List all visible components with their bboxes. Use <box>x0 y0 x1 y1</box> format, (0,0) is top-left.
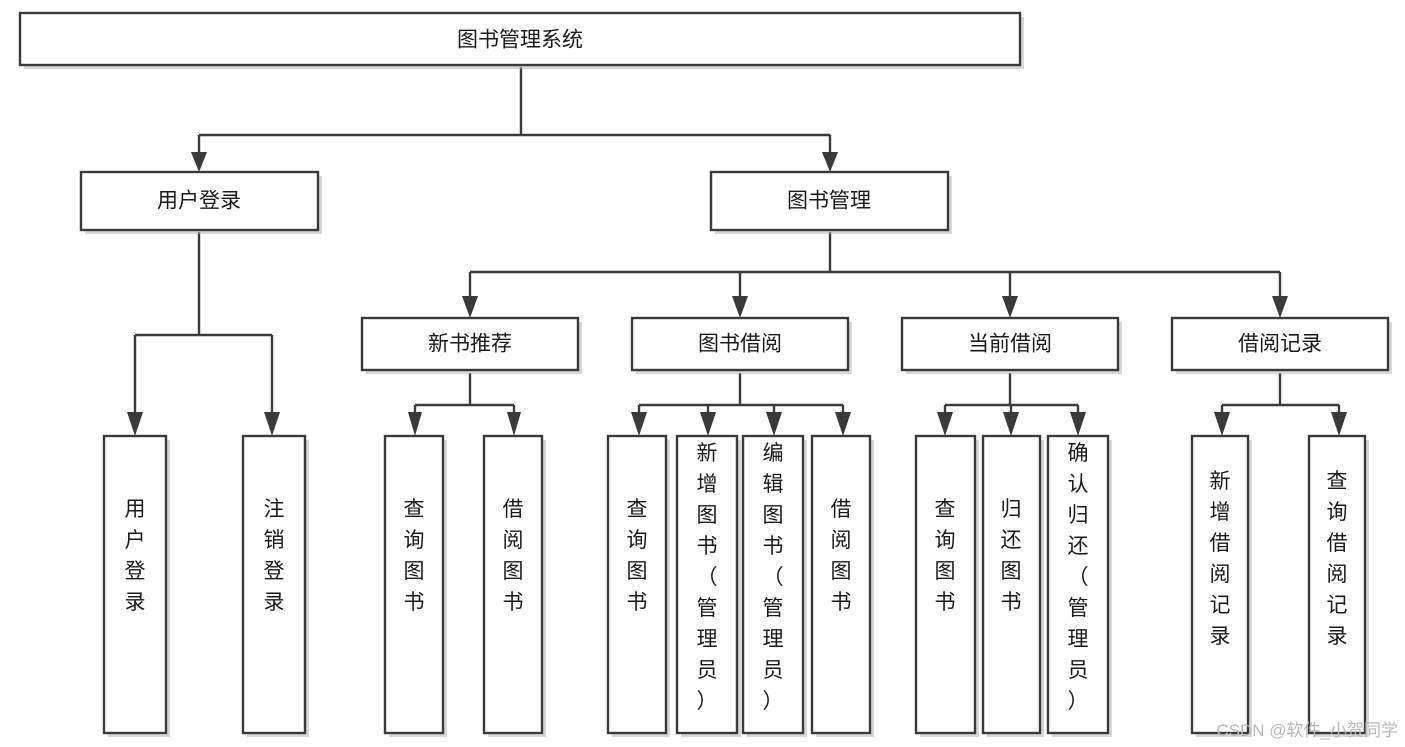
node-leaf-borrow-book-1-label: 借阅图书 <box>503 498 524 614</box>
node-root-label: 图书管理系统 <box>457 29 583 52</box>
node-leaf-confirm-return-label: 确认归还（管理员） <box>1068 442 1089 713</box>
node-book-management-label: 图书管理 <box>787 190 871 213</box>
node-leaf-query-book-2-box[interactable] <box>606 434 668 735</box>
node-book-management[interactable]: 图书管理 <box>709 170 952 234</box>
arrow-head-leaf-user-login <box>127 412 143 436</box>
arrow-head-leaf-return-book <box>1003 412 1019 436</box>
node-leaf-return-book-label: 归还图书 <box>1001 498 1022 614</box>
node-leaf-edit-book[interactable]: 编辑图书（管理员） <box>741 434 807 737</box>
node-leaf-borrow-book-1[interactable]: 借阅图书 <box>482 434 546 737</box>
arrow-head-new-book-recommend <box>462 296 478 318</box>
arrow-head-user-login <box>191 152 207 172</box>
node-leaf-query-record-label: 查询借阅记录 <box>1327 470 1348 648</box>
node-borrow-record-box[interactable] <box>1170 316 1390 372</box>
node-leaf-query-record-box[interactable] <box>1307 434 1367 735</box>
node-root[interactable]: 图书管理系统 <box>18 11 1024 69</box>
node-new-book-recommend[interactable]: 新书推荐 <box>360 316 582 374</box>
edge-user-login-to-leaves <box>127 232 280 436</box>
csdn-watermark: CSDN @软件_小贺同学 <box>1216 721 1398 740</box>
node-leaf-query-book-2-label: 查询图书 <box>627 498 648 614</box>
edge-current-borrow-to-leaves <box>937 373 1086 436</box>
edge-new-book-recommend-to-leaves <box>408 373 521 436</box>
arrow-head-leaf-add-book <box>700 412 716 436</box>
connectors-layer <box>127 67 1347 436</box>
node-leaf-query-record[interactable]: 查询借阅记录 <box>1307 434 1369 737</box>
node-user-login-box[interactable] <box>79 170 320 232</box>
node-leaf-query-book-1-label: 查询图书 <box>404 498 425 614</box>
arrow-head-book-borrow <box>732 296 748 318</box>
node-leaf-user-login-label: 用户登录 <box>125 498 146 614</box>
arrow-head-leaf-query-book-3 <box>937 412 953 436</box>
arrow-head-leaf-logout-login <box>264 412 280 436</box>
node-leaf-query-book-1[interactable]: 查询图书 <box>383 434 447 737</box>
arrow-head-current-borrow <box>1002 296 1018 318</box>
edge-root-to-level2 <box>191 67 838 172</box>
node-leaf-logout-login-box[interactable] <box>241 434 307 735</box>
node-new-book-recommend-label: 新书推荐 <box>428 333 512 356</box>
node-leaf-add-record-box[interactable] <box>1190 434 1250 735</box>
arrow-head-leaf-add-record <box>1214 412 1230 436</box>
node-leaf-return-book-box[interactable] <box>981 434 1042 735</box>
node-book-borrow-box[interactable] <box>630 316 850 372</box>
arrow-head-leaf-query-book-2 <box>631 412 647 436</box>
node-leaf-user-login-box[interactable] <box>102 434 168 735</box>
arrow-head-leaf-query-record <box>1331 412 1347 436</box>
arrow-head-leaf-query-book-1 <box>408 412 422 436</box>
node-book-management-box[interactable] <box>709 170 950 232</box>
arrow-head-leaf-borrow-book-1 <box>507 412 521 436</box>
node-leaf-edit-book-label: 编辑图书（管理员） <box>763 442 784 713</box>
node-leaf-borrow-book-2[interactable]: 借阅图书 <box>810 434 874 737</box>
node-leaf-return-book[interactable]: 归还图书 <box>981 434 1044 737</box>
node-user-login-label: 用户登录 <box>157 190 241 213</box>
node-leaf-query-book-3-label: 查询图书 <box>935 498 956 614</box>
node-borrow-record-label: 借阅记录 <box>1238 333 1322 356</box>
edge-borrow-record-to-leaves <box>1214 373 1347 436</box>
node-book-borrow[interactable]: 图书借阅 <box>630 316 852 374</box>
node-leaf-add-record[interactable]: 新增借阅记录 <box>1190 434 1252 737</box>
node-borrow-record[interactable]: 借阅记录 <box>1170 316 1392 374</box>
node-leaf-logout-login-label: 注销登录 <box>264 498 285 614</box>
node-leaf-add-record-label: 新增借阅记录 <box>1210 470 1231 648</box>
node-leaf-confirm-return-box[interactable] <box>1046 434 1110 735</box>
node-current-borrow-label: 当前借阅 <box>968 333 1052 356</box>
node-book-borrow-label: 图书借阅 <box>698 333 782 356</box>
node-leaf-edit-book-box[interactable] <box>741 434 805 735</box>
node-leaf-add-book-box[interactable] <box>675 434 739 735</box>
arrow-head-borrow-record <box>1272 296 1288 318</box>
node-leaf-confirm-return[interactable]: 确认归还（管理员） <box>1046 434 1112 737</box>
leaf-nodes-layer: 用户登录 注销登录 查询图书 借阅图书 查询图书 <box>102 434 1369 737</box>
node-leaf-query-book-1-box[interactable] <box>383 434 445 735</box>
arrow-head-leaf-borrow-book-2 <box>835 412 851 436</box>
arrow-head-leaf-edit-book <box>766 412 782 436</box>
arrow-head-book-management <box>822 152 838 172</box>
node-leaf-query-book-2[interactable]: 查询图书 <box>606 434 670 737</box>
node-leaf-borrow-book-2-box[interactable] <box>810 434 872 735</box>
node-leaf-user-login[interactable]: 用户登录 <box>102 434 170 737</box>
node-leaf-add-book[interactable]: 新增图书（管理员） <box>675 434 741 737</box>
arrow-head-leaf-confirm-return <box>1070 412 1086 436</box>
node-leaf-query-book-3-box[interactable] <box>914 434 977 735</box>
node-leaf-logout-login[interactable]: 注销登录 <box>241 434 309 737</box>
node-root-box[interactable] <box>18 11 1022 67</box>
node-current-borrow[interactable]: 当前借阅 <box>900 316 1122 374</box>
edge-book-management-to-level3 <box>462 232 1288 318</box>
node-current-borrow-box[interactable] <box>900 316 1120 372</box>
node-leaf-add-book-label: 新增图书（管理员） <box>697 442 718 713</box>
edge-book-borrow-to-leaves <box>631 373 851 436</box>
node-leaf-borrow-book-1-box[interactable] <box>482 434 544 735</box>
node-new-book-recommend-box[interactable] <box>360 316 580 372</box>
node-leaf-query-book-3[interactable]: 查询图书 <box>914 434 979 737</box>
node-leaf-borrow-book-2-label: 借阅图书 <box>831 498 852 614</box>
node-user-login[interactable]: 用户登录 <box>79 170 322 234</box>
